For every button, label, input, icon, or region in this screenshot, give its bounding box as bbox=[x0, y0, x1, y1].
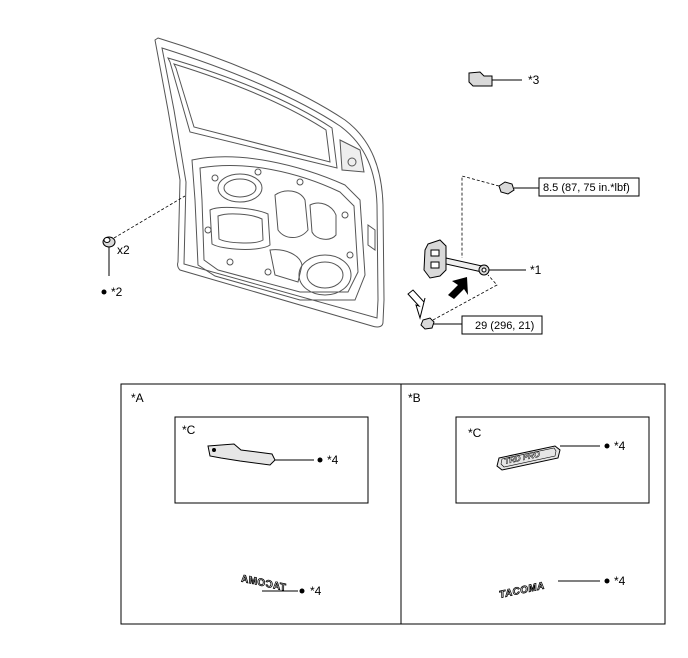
callout-4: *4 bbox=[327, 453, 339, 467]
panel-a-detail-label: *C bbox=[182, 423, 196, 437]
callout-2: *2 bbox=[111, 285, 123, 299]
arrow-icon bbox=[407, 289, 426, 320]
panel-a-label: *A bbox=[131, 391, 144, 405]
emblem-icon bbox=[207, 443, 314, 466]
mark-bullet-icon bbox=[604, 578, 610, 584]
bolt-icon bbox=[420, 317, 462, 330]
nut-icon bbox=[498, 181, 539, 195]
door-panel-illustration bbox=[154, 37, 385, 328]
panel-b-label: *B bbox=[408, 391, 421, 405]
emblem-icon: TACOMA bbox=[239, 573, 298, 594]
emblem-icon: TRD PRO bbox=[496, 445, 600, 471]
mark-bullet-icon bbox=[299, 588, 305, 594]
callout-3: *3 bbox=[528, 73, 540, 87]
mark-bullet-icon bbox=[317, 457, 323, 463]
panel-b-detail-box bbox=[455, 416, 650, 504]
torque-nut-label: 8.5 (87, 75 in.*lbf) bbox=[543, 182, 630, 194]
bolt-leader bbox=[432, 274, 498, 321]
panel-a-detail-box bbox=[174, 416, 369, 504]
emblem-panels-frame bbox=[120, 383, 666, 625]
emblem-text: TACOMA bbox=[498, 581, 545, 601]
panel-b-detail-label: *C bbox=[468, 426, 482, 440]
quantity-label: x2 bbox=[117, 243, 130, 257]
mark-bullet-icon bbox=[604, 443, 610, 449]
callout-4: *4 bbox=[614, 439, 626, 453]
clip-leader bbox=[113, 195, 186, 239]
callout-4: *4 bbox=[614, 574, 626, 588]
mark-bullet-icon bbox=[101, 289, 107, 295]
torque-box-bolt bbox=[461, 315, 543, 335]
torque-box-nut bbox=[538, 177, 640, 197]
callout-1: *1 bbox=[530, 263, 542, 277]
callout-4: *4 bbox=[310, 584, 322, 598]
arrow-icon bbox=[448, 277, 468, 299]
clip-icon bbox=[102, 236, 116, 276]
door-check-icon bbox=[423, 239, 526, 279]
clip-icon bbox=[468, 71, 522, 87]
emblem-icon: TACOMA bbox=[498, 580, 600, 601]
nut-leader bbox=[461, 175, 500, 258]
torque-bolt-label: 29 (296, 21) bbox=[475, 320, 534, 332]
